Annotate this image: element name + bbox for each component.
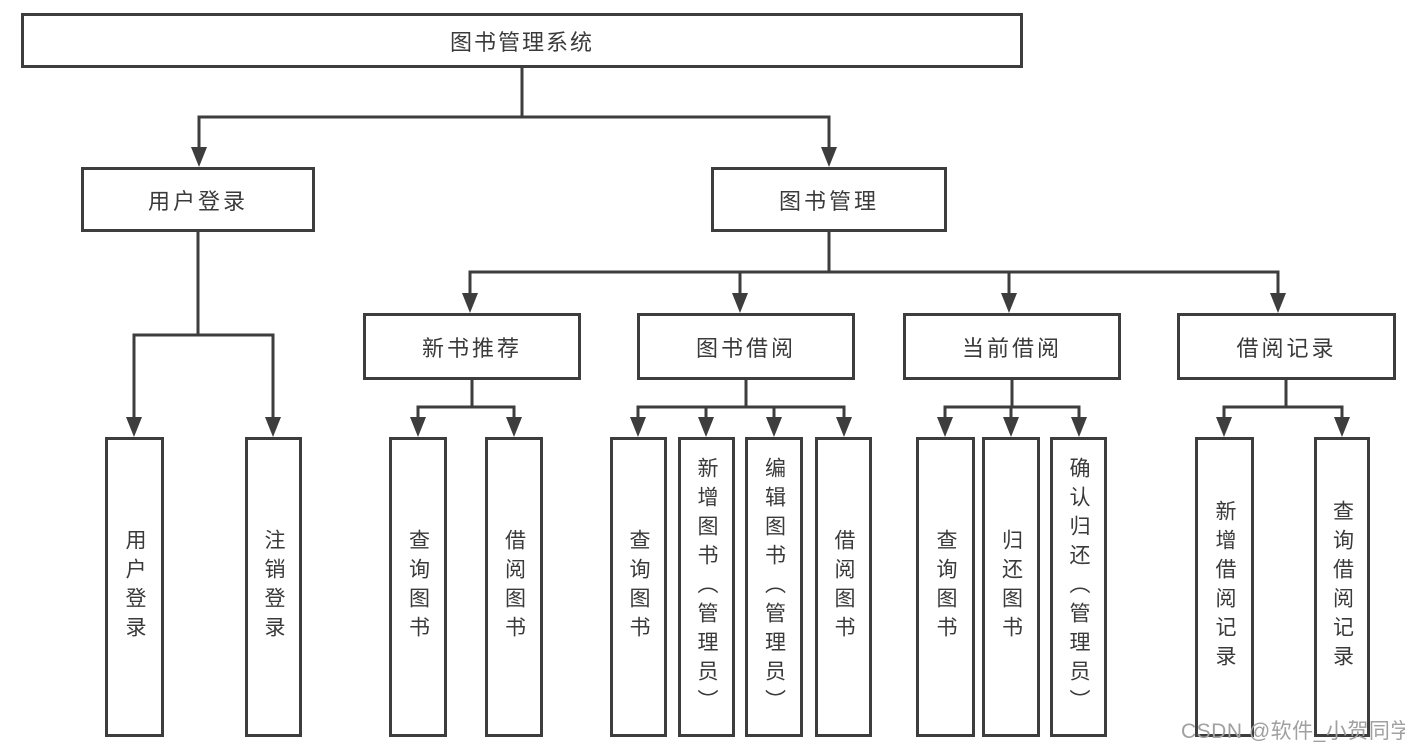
csdn-watermark: CSDN @软件_小贺同学 xyxy=(1181,720,1405,743)
node-book-management: 图书管理 xyxy=(711,167,947,232)
node-user-login: 用户登录 xyxy=(81,167,315,232)
node-borrowing-records-label: 借阅记录 xyxy=(1236,335,1337,361)
leaf-confirm-return-admin: 确认归还（管理员） xyxy=(1050,437,1107,737)
leaf-return-books-label: 归还图书 xyxy=(999,529,1023,645)
node-book-management-label: 图书管理 xyxy=(778,188,879,214)
leaf-logout: 注销登录 xyxy=(245,437,302,737)
leaf-borrow-books-borrowing-label: 借阅图书 xyxy=(832,529,855,645)
node-book-borrowing: 图书借阅 xyxy=(637,313,855,380)
node-root: 图书管理系统 xyxy=(21,13,1023,68)
leaf-edit-books-admin-label: 编辑图书（管理员） xyxy=(762,456,786,718)
node-borrowing-records: 借阅记录 xyxy=(1177,313,1396,380)
leaf-edit-books-admin: 编辑图书（管理员） xyxy=(745,437,803,737)
connectors-user-login xyxy=(126,230,281,437)
leaf-query-borrow-record: 查询借阅记录 xyxy=(1314,437,1370,737)
leaf-add-books-admin-label: 新增图书（管理员） xyxy=(695,456,718,718)
leaf-query-borrow-record-label: 查询借阅记录 xyxy=(1330,500,1354,674)
leaf-user-login-label: 用户登录 xyxy=(123,529,146,645)
leaf-query-books-current-label: 查询图书 xyxy=(934,529,957,645)
leaf-query-books-borrowing: 查询图书 xyxy=(610,437,667,737)
connectors-new-book-recommend xyxy=(410,378,522,437)
leaf-add-books-admin: 新增图书（管理员） xyxy=(678,437,735,737)
connectors-book-borrowing xyxy=(630,378,852,437)
leaf-query-books-current: 查询图书 xyxy=(916,437,975,737)
leaf-query-books-borrowing-label: 查询图书 xyxy=(627,529,650,645)
node-new-book-recommend: 新书推荐 xyxy=(363,313,581,380)
node-current-borrowing: 当前借阅 xyxy=(903,313,1121,380)
leaf-borrow-books-recommend: 借阅图书 xyxy=(485,437,543,737)
node-root-label: 图书管理系统 xyxy=(449,29,594,55)
leaf-borrow-books-recommend-label: 借阅图书 xyxy=(502,529,526,645)
leaf-query-books-recommend: 查询图书 xyxy=(389,437,447,737)
leaf-confirm-return-admin-label: 确认归还（管理员） xyxy=(1067,456,1090,718)
node-new-book-recommend-label: 新书推荐 xyxy=(421,335,522,361)
leaf-borrow-books-borrowing: 借阅图书 xyxy=(815,437,872,737)
leaf-add-borrow-record: 新增借阅记录 xyxy=(1195,437,1254,737)
leaf-logout-label: 注销登录 xyxy=(262,529,285,645)
node-book-borrowing-label: 图书借阅 xyxy=(695,335,796,361)
connectors-root xyxy=(191,66,837,167)
connectors-borrowing-records xyxy=(1216,378,1350,437)
connectors-current-borrowing xyxy=(937,378,1087,437)
connectors-book-management xyxy=(462,230,1286,313)
leaf-user-login: 用户登录 xyxy=(105,437,164,737)
node-current-borrowing-label: 当前借阅 xyxy=(961,335,1062,361)
node-user-login-label: 用户登录 xyxy=(147,188,248,214)
leaf-query-books-recommend-label: 查询图书 xyxy=(406,529,430,645)
leaf-add-borrow-record-label: 新增借阅记录 xyxy=(1213,500,1236,674)
leaf-return-books: 归还图书 xyxy=(982,437,1040,737)
